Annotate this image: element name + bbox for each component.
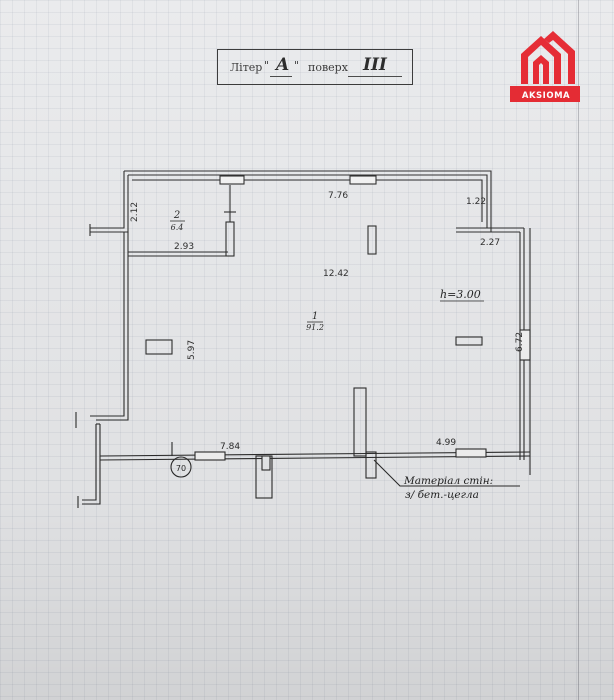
dim-bottom-left: 7.84	[220, 442, 240, 452]
room2-number: 2	[173, 210, 180, 221]
bottom-window-1	[194, 451, 226, 461]
floor-underline	[348, 76, 402, 77]
marker-number: 70	[176, 464, 186, 473]
liter-underline	[270, 76, 292, 77]
room2-pillar	[225, 221, 235, 257]
column-upper	[367, 225, 377, 255]
liter-label: Літер	[230, 61, 263, 74]
dim-bottom-right: 4.99	[436, 438, 456, 448]
fixture-right	[455, 336, 483, 346]
dim-right-notch-width: 2.27	[480, 238, 500, 248]
logo-brand-name: AKSIOMA	[521, 91, 571, 101]
aksioma-logo	[521, 31, 575, 84]
left-upper-wall-b	[90, 175, 129, 233]
dim-room2-height: 2.12	[130, 202, 140, 222]
liter-close-quote: "	[294, 59, 300, 72]
dim-room2-width: 2.93	[174, 242, 194, 252]
dim-top-wall: 7.76	[328, 191, 348, 201]
dim-main-span: 12.42	[323, 269, 349, 279]
left-main-wall-inner	[96, 232, 129, 421]
floor-label: поверх	[308, 61, 348, 74]
logo-text-band	[510, 86, 580, 102]
top-wall-inner-a	[132, 179, 483, 222]
left-main-wall-outer	[90, 232, 125, 417]
liter-open-quote: "	[264, 59, 270, 72]
left-upper-wall	[90, 171, 125, 229]
top-window-1	[219, 175, 245, 185]
ceiling-height: h=3.00	[440, 288, 481, 301]
fixture-left	[145, 339, 173, 355]
floor-value: III	[363, 55, 387, 75]
top-wall-outer-b	[124, 170, 492, 232]
room1-number: 1	[312, 311, 318, 322]
top-wall-outer	[128, 174, 488, 229]
dim-right-notch-height: 1.22	[466, 197, 486, 207]
material-leader	[373, 459, 520, 487]
material-line-2: з/ бет.-цегла	[405, 489, 479, 501]
room2-area: 6.4	[171, 223, 184, 232]
liter-value: A	[276, 55, 290, 75]
column-lower	[353, 387, 367, 457]
title-block: Літер " A " поверх III	[217, 49, 413, 85]
margin-line	[578, 0, 579, 700]
room1-area: 91.2	[306, 323, 324, 332]
marker-circle	[170, 456, 192, 478]
top-window-2	[349, 175, 377, 185]
right-window	[519, 329, 531, 361]
wall-stub-right	[365, 451, 377, 479]
material-line-1: Матеріал стін:	[403, 475, 493, 487]
left-lower-wall	[82, 424, 97, 501]
left-lower-wall-b	[82, 424, 101, 505]
bottom-window-2	[455, 448, 487, 458]
dim-right-height: 6.72	[515, 332, 525, 352]
dim-left-height: 5.97	[187, 340, 197, 360]
